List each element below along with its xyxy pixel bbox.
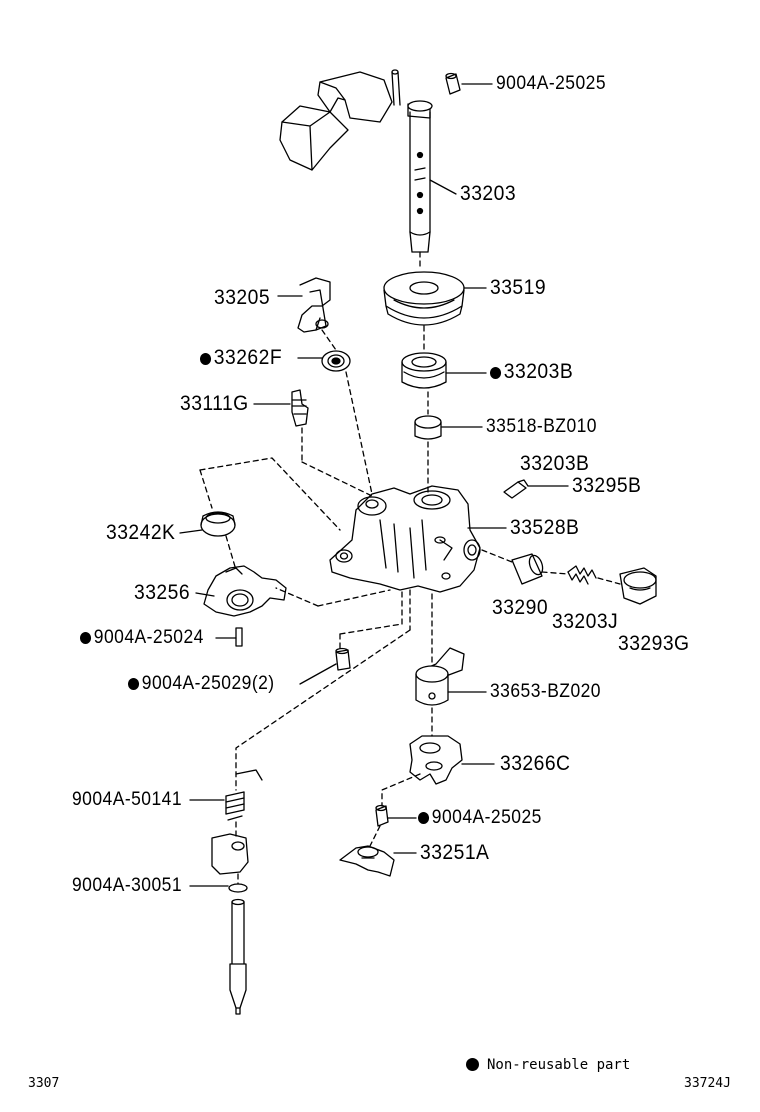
assembly-lines [199,251,621,885]
label-9004a-25024: 9004A-25024 [80,628,204,648]
label-9004a-30051: 9004A-30051 [72,875,183,896]
label-33251a: 33251A [420,841,490,864]
lever-33251a-part [339,845,395,877]
label-33290: 33290 [492,596,549,619]
bearing-33262f-part [321,350,351,372]
label-33242k: 33242K [106,521,176,544]
bolt-33295b-part [503,479,529,499]
pin-top-part [445,72,461,95]
collar-33653-part [415,647,465,706]
fork-33266c-part [409,735,463,785]
lower-shaft-part [229,898,247,1015]
label-33295b: 33295B [572,474,642,497]
label-9004a-25025-top: 9004A-25025 [496,73,607,94]
page-ref-right: 33724J [684,1076,731,1091]
pin-9004a-25029-part [335,647,351,671]
legend: Non-reusable part [466,1057,630,1073]
bushing-33518-part [414,415,442,440]
bushing-33203b-part [401,352,447,389]
label-33518-bz010: 33518-BZ010 [486,416,598,437]
shift-lever-shaft-part [279,69,433,253]
non-reusable-dot-icon [418,812,430,824]
leader-lines [179,83,569,887]
label-33205: 33205 [214,286,271,309]
legend-text: Non-reusable part [487,1057,631,1073]
spring-9004a-50141-part [225,791,245,821]
bracket-33205-part [297,277,331,333]
label-9004a-25025-low: 9004A-25025 [418,808,542,828]
label-33203b-b: 33203B [520,452,590,475]
spring-33203j-part [567,565,597,585]
lower-bracket-line [235,769,263,781]
plug-33111g-part [291,389,309,427]
label-33203b-a: 33203B [490,361,573,382]
label-33203: 33203 [460,182,517,205]
label-33203j: 33203J [552,610,619,633]
label-33293g: 33293G [618,632,690,655]
plug-33293g-part [619,567,657,605]
non-reusable-dot-icon [200,353,212,365]
ring-9004a-30051-part [228,883,248,893]
non-reusable-dot-icon [466,1058,479,1071]
label-33111g: 33111G [180,392,249,415]
label-9004a-50141: 9004A-50141 [72,789,183,810]
label-33256: 33256 [134,581,191,604]
page-ref-left: 3307 [28,1076,60,1091]
non-reusable-dot-icon [80,632,92,644]
pin-lower-part [375,804,389,827]
plug-33290-part [511,553,544,585]
label-33266c: 33266C [500,752,571,775]
boot-33519-part [383,271,465,326]
non-reusable-dot-icon [128,678,140,690]
label-33653-bz020: 33653-BZ020 [490,681,602,702]
label-33519: 33519 [490,276,547,299]
label-33528b: 33528B [510,516,580,539]
housing-33528b-part [329,485,481,593]
block-part [211,833,249,875]
cap-33242k-part [200,511,236,537]
non-reusable-dot-icon [490,367,502,379]
label-33262f: 33262F [200,347,282,368]
label-9004a-25029: 9004A-25029(2) [128,674,275,694]
pin-9004a-25024-part [235,627,243,647]
lever-33256-part [203,565,287,617]
